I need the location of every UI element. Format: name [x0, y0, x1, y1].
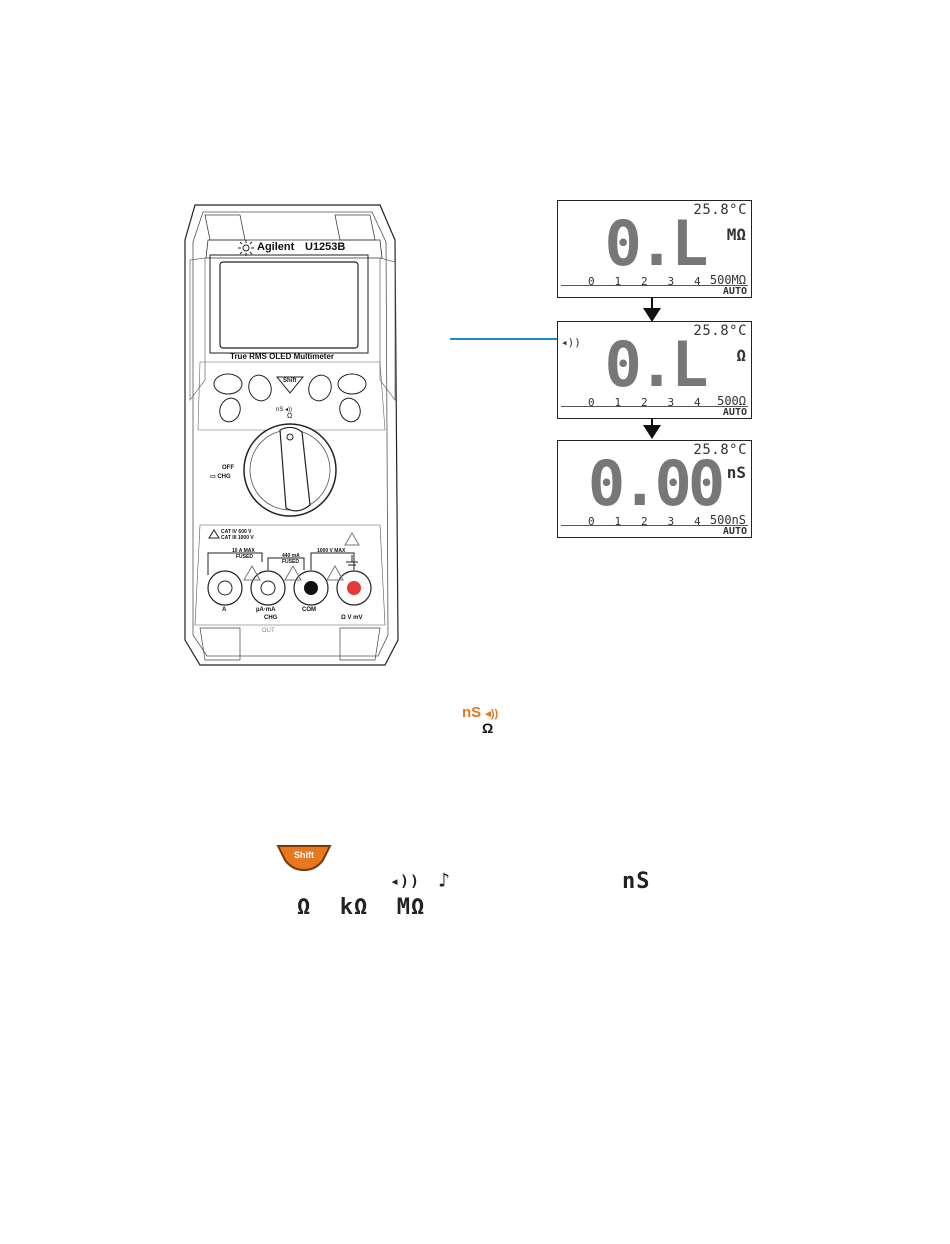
jack-v-label: Ω V mV	[341, 615, 363, 621]
auto-indicator: AUTO	[722, 407, 747, 418]
temperature-readout: 25.8°C	[693, 442, 747, 458]
auto-indicator: AUTO	[722, 286, 747, 297]
main-reading: 0.L	[604, 207, 709, 280]
temperature-readout: 25.8°C	[693, 202, 747, 218]
meter-subtitle: True RMS OLED Multimeter	[230, 352, 335, 361]
jack-chg-label: CHG	[264, 615, 278, 621]
beep-icon: ◂))	[561, 336, 581, 349]
shift-button-label: Shift	[294, 850, 314, 860]
jack-a-label: A	[222, 607, 227, 613]
auto-indicator: AUTO	[722, 526, 747, 537]
shift-key-label[interactable]: Shift	[283, 378, 297, 384]
chg-row: ▭ CHG	[210, 474, 231, 480]
bargraph	[561, 406, 748, 416]
bargraph-scale: 0 1 2 3 4	[588, 275, 701, 288]
label-440-fused: FUSED	[282, 559, 299, 565]
jack-ua-label: µA·mA	[256, 607, 276, 613]
lcd-display-nanosiemens: 25.8°C 0.00 nS 0 1 2 3 4 500nS AUTO	[557, 440, 752, 538]
beep-segment-icon: ◂))	[390, 872, 421, 890]
jack-com-label: COM	[302, 607, 316, 613]
bargraph-scale: 0 1 2 3 4	[588, 515, 701, 528]
note-segment-icon: ♪	[438, 868, 452, 892]
unit-indicator: MΩ	[726, 225, 746, 244]
range-indicator: 500nS	[709, 513, 746, 527]
unit-indicator: nS	[726, 463, 746, 482]
jack-out-label: OUT	[262, 628, 275, 634]
cat-line-2: CAT III 1000 V	[221, 535, 254, 541]
callout-line	[450, 338, 557, 340]
temperature-readout: 25.8°C	[693, 323, 747, 339]
unit-indicator: Ω	[736, 346, 746, 365]
bargraph	[561, 285, 748, 295]
cat-line-1: CAT IV 600 V	[221, 529, 252, 535]
range-indicator: 500Ω	[717, 394, 746, 408]
beep-icon: ◂))	[485, 708, 499, 720]
model-label: U1253B	[305, 241, 346, 253]
lcd-display-ohm: 25.8°C ◂)) 0.L Ω 0 1 2 3 4 500Ω AUTO	[557, 321, 752, 419]
dial-label-omega: Ω	[287, 413, 293, 420]
ns-dial-symbol: nS ◂))	[462, 704, 498, 721]
label-10a: 10 A MAX	[232, 548, 255, 554]
ns-segment: nS	[622, 869, 651, 894]
lcd-display-megaohm: 25.8°C 0.L MΩ 0 1 2 3 4 500MΩ AUTO	[557, 200, 752, 298]
shift-button-shape	[276, 845, 332, 872]
main-reading: 0.L	[604, 328, 709, 401]
main-reading: 0.00	[587, 447, 725, 520]
arrow-head-icon	[643, 425, 661, 439]
off-label: OFF	[222, 465, 234, 471]
label-440ma: 440 mA	[282, 553, 300, 559]
brand-label: Agilent	[257, 241, 295, 253]
bargraph	[561, 525, 748, 535]
label-1000v: 1000 V MAX	[317, 548, 346, 554]
shift-button-icon: Shift	[276, 844, 332, 872]
label-10a-fused: FUSED	[236, 554, 253, 560]
omega-dial-symbol: Ω	[482, 720, 494, 736]
ohm-units-segment: Ω kΩ MΩ	[297, 895, 426, 920]
bargraph-scale: 0 1 2 3 4	[588, 396, 701, 409]
arrow-head-icon	[643, 308, 661, 322]
chg-label: CHG	[217, 474, 231, 480]
arrow-down-icon	[651, 418, 653, 428]
arrow-down-icon	[651, 297, 653, 309]
range-indicator: 500MΩ	[709, 273, 746, 287]
ns-label: nS	[462, 704, 482, 721]
dial-label-ns: nS ◂))	[276, 407, 293, 413]
